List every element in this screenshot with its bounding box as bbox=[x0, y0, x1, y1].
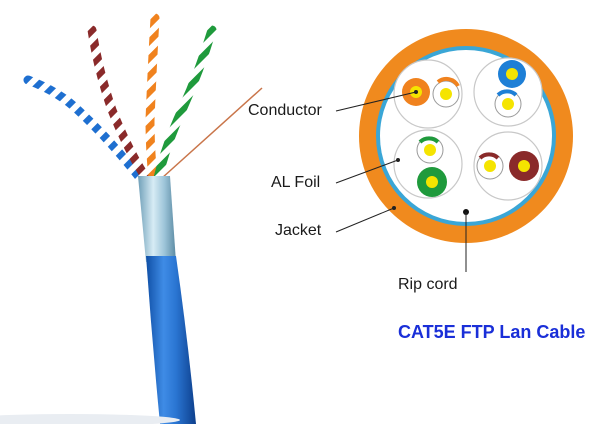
green-pair-section bbox=[393, 129, 463, 199]
al-foil-leader bbox=[335, 159, 399, 184]
brown-pair bbox=[87, 25, 151, 183]
foil-shield bbox=[138, 176, 176, 262]
cable-cross-section-icon bbox=[359, 29, 573, 243]
blue-pair-section bbox=[473, 57, 543, 127]
leader-lines bbox=[335, 91, 467, 272]
orange-pair-section bbox=[393, 59, 463, 129]
rip-cord-label: Rip cord bbox=[398, 276, 458, 293]
green-pair bbox=[153, 25, 217, 183]
twisted-pair-cable-icon bbox=[0, 13, 263, 424]
jacket-leader bbox=[335, 207, 395, 233]
blue-pair bbox=[23, 75, 145, 183]
conductor-label: Conductor bbox=[248, 102, 322, 119]
cable-caption: CAT5E FTP Lan Cable bbox=[398, 322, 586, 342]
blue-sheath bbox=[146, 256, 196, 424]
orange-pair bbox=[145, 13, 160, 183]
al-foil-label: AL Foil bbox=[271, 174, 321, 191]
conductor-leader bbox=[335, 91, 417, 112]
jacket-label: Jacket bbox=[275, 222, 322, 239]
rip-cord-thread bbox=[161, 87, 263, 179]
brown-pair-section bbox=[473, 131, 543, 201]
